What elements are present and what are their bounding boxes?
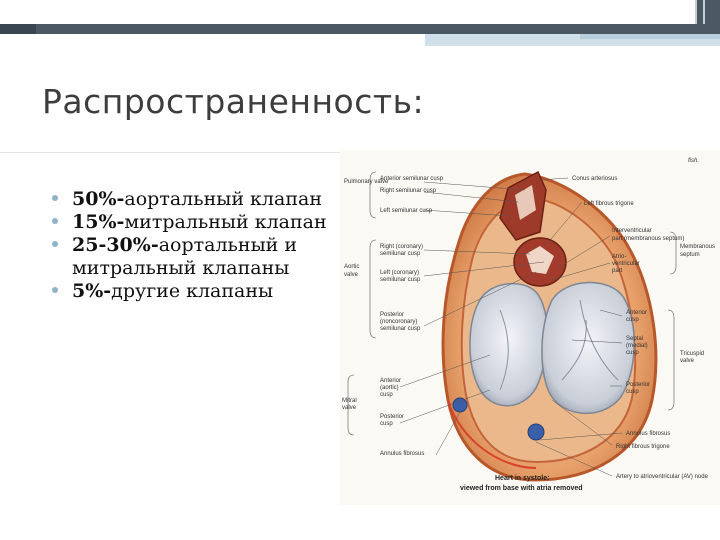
label-posterior-cusp-left-1: Posterior <box>380 414 404 420</box>
leader-lines <box>399 177 623 477</box>
label-atrioventricular-2: ventricular <box>612 261 640 267</box>
label-av-node-artery: Artery to atrioventricular (AV) node <box>616 474 709 480</box>
label-aortic-valve-2: valve <box>344 272 359 278</box>
figure-caption-line1: Heart in systole: <box>495 475 549 482</box>
label-posterior-noncoronary-2: (noncoronary) <box>380 319 417 325</box>
tricuspid-valve-shape <box>541 281 635 414</box>
mitral-commissure <box>499 309 509 391</box>
aortic-cusp <box>526 246 554 274</box>
label-anterior-semilunar-cusp: Anterior semilunar cusp <box>380 176 444 182</box>
label-septal-cusp-1: Septal <box>626 336 643 342</box>
label-right-semilunar-cusp: Right semilunar cusp <box>380 188 437 194</box>
bullet-text: аортальный и митральный клапаны <box>72 234 298 279</box>
label-mitral-valve-2: valve <box>342 405 357 411</box>
bullet-percent: 50%- <box>72 188 125 210</box>
illustrator-signature: fish. <box>688 158 699 164</box>
coronary-artery <box>447 399 537 469</box>
heart-valves-illustration: fish. Pulmonary valve Anterior semilunar… <box>340 150 720 505</box>
label-right-fibrous-trigone: Right fibrous trigone <box>616 444 670 450</box>
label-septal-cusp-3: cusp <box>626 350 639 356</box>
bullet-text: аортальный клапан <box>124 188 322 210</box>
figure-caption-line2: viewed from base with atria removed <box>460 485 583 492</box>
mitral-valve-shape <box>469 282 548 407</box>
pulmonary-cusp <box>515 185 536 220</box>
label-left-fibrous-trigone: Left fibrous trigone <box>584 201 634 207</box>
label-membranous-septum-1: Membranous <box>680 244 715 250</box>
bullet-dot-icon <box>52 241 58 247</box>
label-tricuspid-valve-1: Tricuspid <box>680 351 704 357</box>
label-left-semilunar-cusp: Left semilunar cusp <box>380 208 433 214</box>
label-posterior-cusp-right-1: Posterior <box>626 382 650 388</box>
label-posterior-cusp-right-2: cusp <box>626 389 639 395</box>
bullet-percent: 15%- <box>72 211 125 233</box>
label-atrioventricular-3: part <box>612 268 623 274</box>
bullet-dot-icon <box>52 218 58 224</box>
top-accent-stripe-inner <box>580 34 720 39</box>
left-brackets <box>347 171 677 436</box>
tricuspid-commissure-2 <box>561 319 587 381</box>
slide-title: Распространенность: <box>42 82 425 121</box>
bullet-text: другие клапаны <box>111 280 274 302</box>
bullet-dot-icon <box>52 287 58 293</box>
label-interventricular: Interventricular <box>612 228 652 234</box>
label-left-coronary-cusp-2: semilunar cusp <box>380 277 421 283</box>
label-anterior-aortic-cusp-1: Anterior <box>380 378 401 384</box>
label-aortic-valve-1: Aortic <box>344 264 359 270</box>
label-posterior-noncoronary-1: Posterior <box>380 312 404 318</box>
label-left-coronary-cusp-1: Left (coronary) <box>380 270 419 276</box>
top-decorative-bar <box>0 24 720 34</box>
tricuspid-commissure <box>579 299 619 381</box>
bullet-item: 50%-аортальный клапан <box>52 188 352 211</box>
heart-valves-svg: fish. Pulmonary valve Anterior semilunar… <box>342 158 715 492</box>
coronary-vessel-right <box>527 423 545 441</box>
label-anterior-cusp-right-2: cusp <box>626 317 639 323</box>
label-annulus-fibrosus-left: Annulus fibrosus <box>380 451 424 457</box>
label-annulus-fibrosus-right: Annulus fibrosus <box>626 431 670 437</box>
label-atrioventricular-1: Atrio- <box>612 254 626 260</box>
bullet-dot-icon <box>52 195 58 201</box>
coronary-vessel-left <box>452 397 468 413</box>
label-anterior-aortic-cusp-3: cusp <box>380 392 393 398</box>
label-mitral-valve-1: Mitral <box>342 398 357 404</box>
top-decorative-bar-left <box>0 24 36 34</box>
label-pulmonary-valve: Pulmonary valve <box>344 179 389 185</box>
label-tricuspid-valve-2: valve <box>680 358 695 364</box>
bullet-item: 5%-другие клапаны <box>52 280 352 303</box>
label-right-coronary-cusp-1: Right (coronary) <box>380 244 423 250</box>
bullet-item: 25-30%-аортальный и митральный клапаны <box>52 234 352 280</box>
label-septal-cusp-2: (medial) <box>626 343 648 349</box>
label-conus-arteriosus: Conus arteriosus <box>572 176 617 182</box>
label-anterior-cusp-right-1: Anterior <box>626 310 647 316</box>
label-right-coronary-cusp-2: semilunar cusp <box>380 251 421 257</box>
bullet-text: митральный клапан <box>124 211 327 233</box>
label-posterior-noncoronary-3: semilunar cusp <box>380 326 421 332</box>
label-membranous-part: part (membranous septum) <box>612 236 684 242</box>
bullet-percent: 5%- <box>72 280 112 302</box>
label-posterior-cusp-left-2: cusp <box>380 421 393 427</box>
bullet-item: 15%-митральный клапан <box>52 211 352 234</box>
label-membranous-septum-2: septum <box>680 252 700 258</box>
bullet-list: 50%-аортальный клапан 15%-митральный кла… <box>52 188 352 303</box>
bullet-percent: 25-30%- <box>72 234 159 256</box>
corner-ornament <box>695 0 720 24</box>
label-anterior-aortic-cusp-2: (aortic) <box>380 385 399 391</box>
